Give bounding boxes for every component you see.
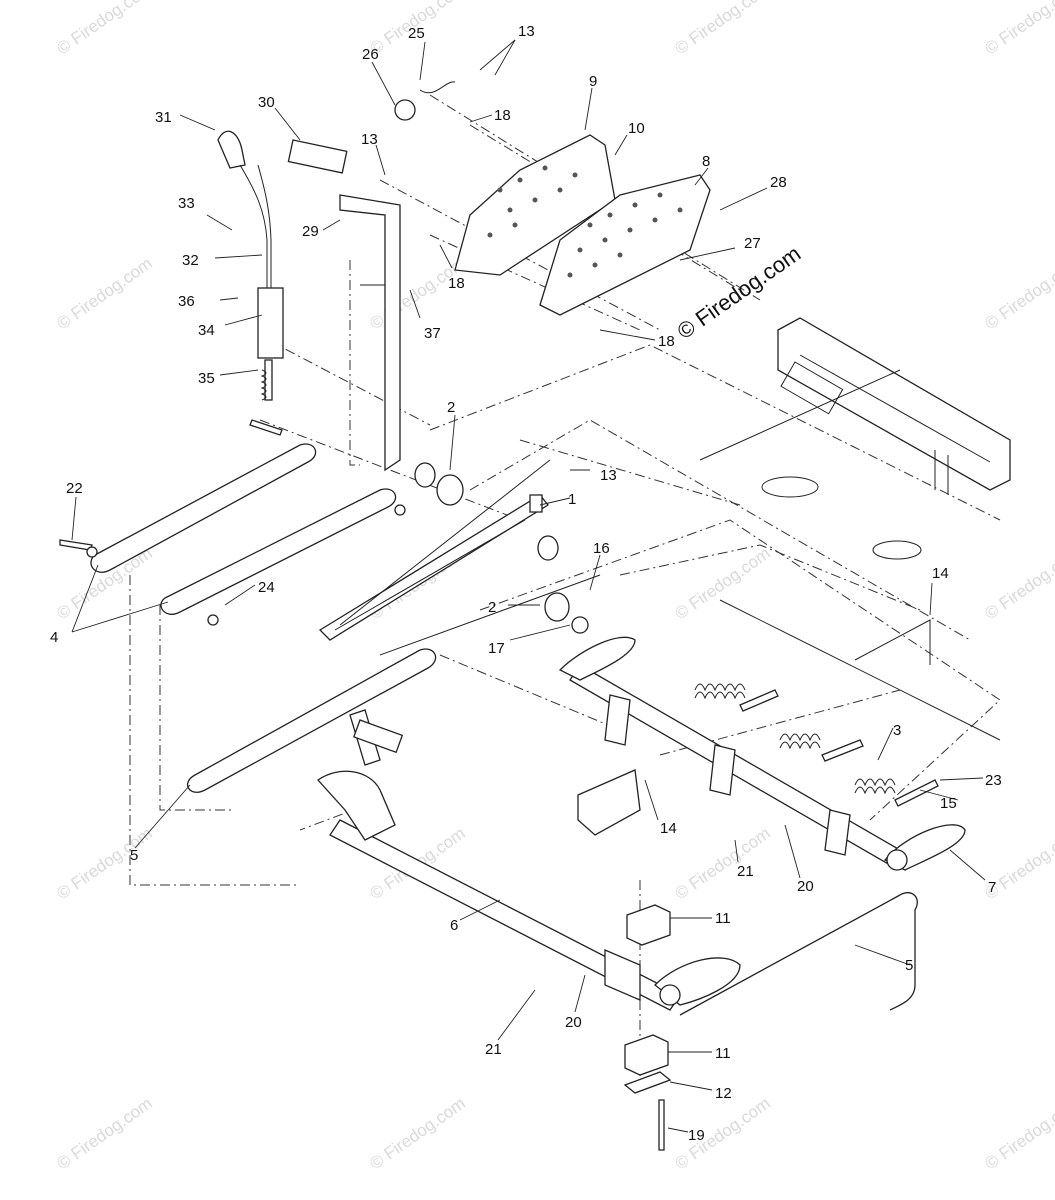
callout-28: 28 <box>770 174 787 191</box>
lift-links <box>59 419 406 626</box>
callout-22: 22 <box>66 480 83 497</box>
callout-labels: 1 2 2 3 4 5 5 6 7 8 9 10 11 11 12 13 13 … <box>50 23 1002 1144</box>
callout-8: 8 <box>702 153 710 170</box>
callout-17: 17 <box>488 640 505 657</box>
callout-25: 25 <box>408 25 425 42</box>
springs <box>260 369 939 807</box>
watermark: © Firedog.com <box>981 0 1055 58</box>
watermark: © Firedog.com <box>671 544 773 624</box>
callout-11: 11 <box>715 1045 731 1062</box>
centre-pivot <box>318 459 601 656</box>
watermark: © Firedog.com <box>671 824 773 904</box>
watermark: © Firedog.com <box>366 254 468 334</box>
callout-31: 31 <box>155 109 172 126</box>
callout-1: 1 <box>568 491 576 508</box>
callout-5: 5 <box>905 957 913 974</box>
callout-35: 35 <box>198 370 215 387</box>
callout-3: 3 <box>893 722 901 739</box>
callout-18: 18 <box>448 275 465 292</box>
callout-15: 15 <box>940 795 957 812</box>
callout-13: 13 <box>361 131 378 148</box>
callout-21: 21 <box>737 863 754 880</box>
watermark: © Firedog.com <box>981 1094 1055 1174</box>
watermark: © Firedog.com <box>981 544 1055 624</box>
callout-36: 36 <box>178 293 195 310</box>
callout-12: 12 <box>715 1085 732 1102</box>
bracket-blocks <box>577 769 672 1151</box>
callout-16: 16 <box>593 540 610 557</box>
watermark: © Firedog.com <box>53 1094 155 1174</box>
callout-6: 6 <box>450 917 458 934</box>
callout-2: 2 <box>447 399 455 416</box>
callout-14: 14 <box>932 565 949 582</box>
callout-18: 18 <box>658 333 675 350</box>
watermark: © Firedog.com <box>671 0 773 58</box>
callout-5: 5 <box>130 847 138 864</box>
watermark: © Firedog.com <box>366 1094 468 1174</box>
callout-24: 24 <box>258 579 275 596</box>
watermark: © Firedog.com <box>53 0 155 58</box>
callout-13: 13 <box>518 23 535 40</box>
callout-4: 4 <box>50 629 58 646</box>
callout-11: 11 <box>715 910 731 927</box>
callout-29: 29 <box>302 223 319 240</box>
callout-19: 19 <box>688 1127 705 1144</box>
callout-9: 9 <box>589 73 597 90</box>
callout-7: 7 <box>988 879 996 896</box>
callout-21: 21 <box>485 1041 502 1058</box>
callout-14: 14 <box>660 820 677 837</box>
chassis-frame <box>699 317 1011 741</box>
callout-2: 2 <box>488 599 496 616</box>
callout-20: 20 <box>565 1014 582 1031</box>
callout-13: 13 <box>600 467 617 484</box>
leader-lines <box>71 39 986 1133</box>
seat-panels <box>217 81 711 472</box>
watermark: © Firedog.com <box>53 824 155 904</box>
callout-26: 26 <box>362 46 379 63</box>
callout-32: 32 <box>182 252 199 269</box>
callout-23: 23 <box>985 772 1002 789</box>
callout-27: 27 <box>744 235 761 252</box>
assembly-lines <box>129 94 1001 1080</box>
watermark: © Firedog.com <box>981 254 1055 334</box>
shafts <box>186 636 966 1016</box>
callout-34: 34 <box>198 322 215 339</box>
callout-30: 30 <box>258 94 275 111</box>
callout-20: 20 <box>797 878 814 895</box>
callout-10: 10 <box>628 120 645 137</box>
watermark: © Firedog.com <box>53 254 155 334</box>
callout-37: 37 <box>424 325 441 342</box>
watermark: © Firedog.com <box>671 1094 773 1174</box>
callout-33: 33 <box>178 195 195 212</box>
callout-18: 18 <box>494 107 511 124</box>
